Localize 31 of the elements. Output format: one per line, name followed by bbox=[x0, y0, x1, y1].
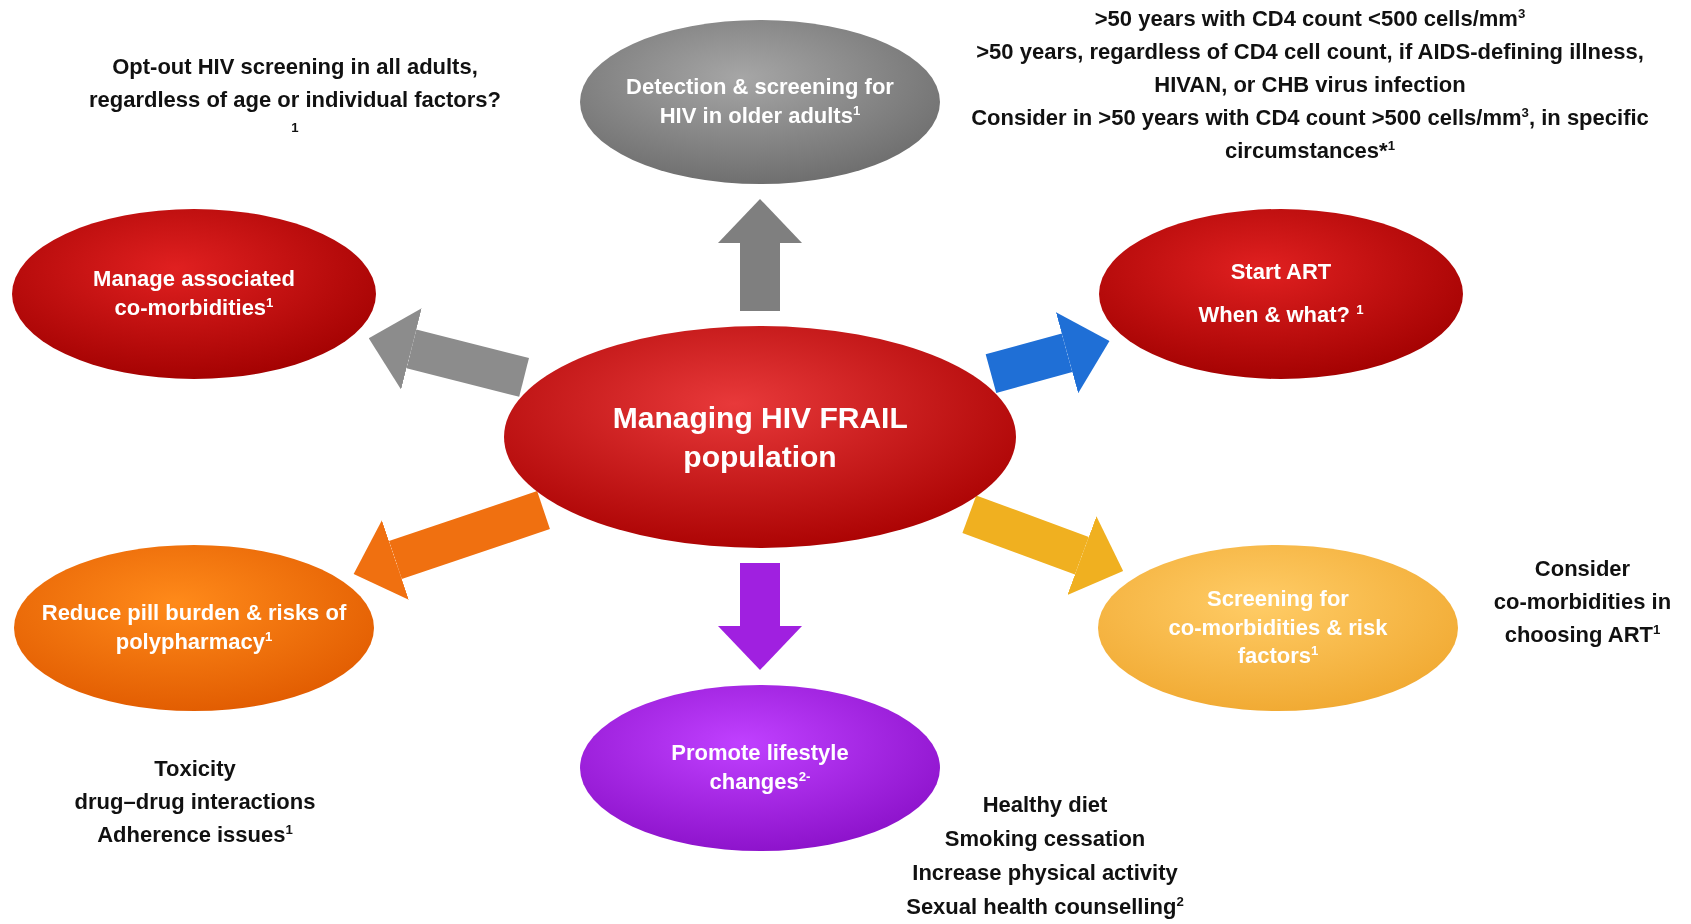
node-label: Promote lifestyle changes$^{2-}$ bbox=[670, 739, 850, 796]
note-text: Increase physical activity bbox=[911, 859, 1179, 888]
note-text: Toxicity bbox=[153, 755, 237, 783]
note-text: Consider co-morbidities in choosing ART$^{1}$ bbox=[1492, 555, 1673, 649]
block-arrow bbox=[368, 308, 529, 397]
title-text: Managing HIV FRAIL population bbox=[611, 400, 909, 475]
note-text: Adherence issues$^{1}$ bbox=[96, 820, 294, 849]
note-text: Consider in >50 years with CD4 count >500 cells/mm$^{3}$, in specific circumstances*$^{1}$ bbox=[970, 103, 1650, 165]
node-label: When & what? $^{1}$ bbox=[1198, 301, 1364, 329]
node-label: Reduce pill burden & risks of polypharmacy$^{1}$ bbox=[40, 599, 348, 656]
node-label: Detection & screening for HIV in older adults$^{1}$ bbox=[625, 73, 895, 130]
note-text: drug–drug interactions bbox=[73, 788, 317, 816]
node-label: Screening for co-morbidities & risk factors$^{1}$ bbox=[1167, 585, 1389, 671]
note-text: >50 years with CD4 count <500 cells/mm$^{3}$ bbox=[1093, 4, 1527, 33]
oval-node bbox=[503, 325, 1017, 549]
oval-node bbox=[1097, 544, 1459, 712]
oval-node bbox=[13, 544, 375, 712]
oval-node bbox=[579, 684, 941, 852]
note-text: Sexual health counselling$^{2}$ bbox=[905, 892, 1185, 922]
note-text: Smoking cessation bbox=[943, 825, 1147, 854]
oval-node bbox=[1098, 208, 1464, 380]
block-arrow bbox=[985, 312, 1110, 394]
block-arrow bbox=[962, 495, 1124, 596]
note-text: Healthy diet bbox=[981, 791, 1109, 819]
oval-node bbox=[579, 19, 941, 185]
block-arrow bbox=[718, 563, 802, 670]
block-arrow bbox=[353, 491, 550, 600]
node-label: Start ART bbox=[1230, 258, 1332, 287]
node-label: Manage associated co-morbidities$^{1}$ bbox=[92, 265, 296, 322]
oval-node bbox=[11, 208, 377, 380]
block-arrow bbox=[718, 199, 802, 311]
